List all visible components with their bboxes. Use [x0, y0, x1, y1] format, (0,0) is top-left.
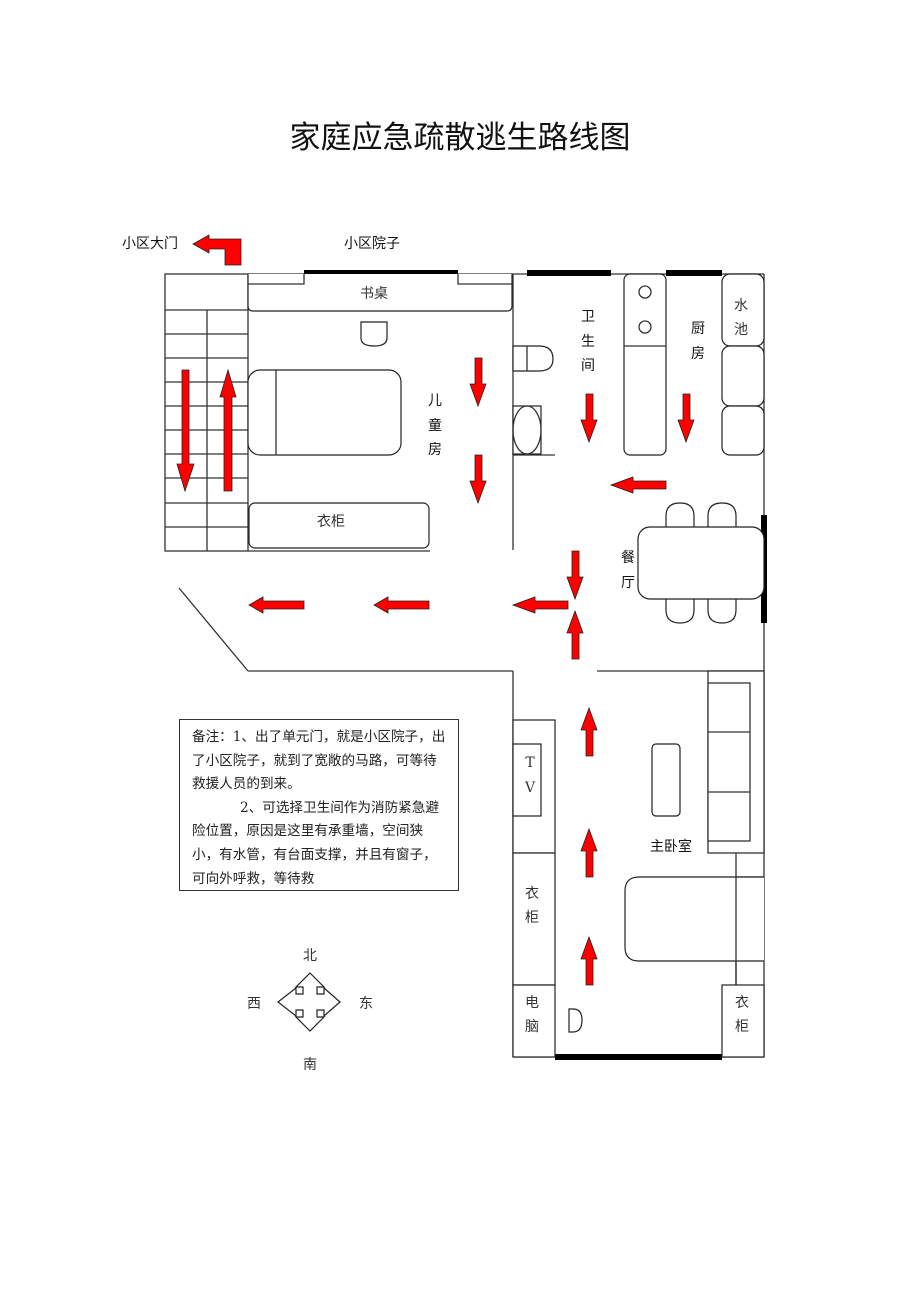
- kitchen: 水 池 厨 房: [623, 273, 765, 456]
- bath-arrow-icon: [580, 393, 598, 444]
- room-label: 厅: [621, 575, 635, 591]
- note-line-1: 备注：1、出了单元门，就是小区院子，出了小区院子，就到了宽敞的马路，可等待救援人…: [192, 729, 446, 793]
- chair: [707, 502, 737, 527]
- dining-room: 餐 厅: [621, 502, 765, 624]
- gate-arrow-icon: [192, 234, 242, 266]
- toilet: [512, 345, 554, 372]
- stove-burner: [638, 285, 652, 299]
- room-label: 童: [428, 417, 442, 434]
- junction-down-arrow-icon: [566, 550, 584, 601]
- computer-label: 脑: [525, 1019, 539, 1035]
- dining-table: [637, 526, 765, 600]
- compass-north: 北: [303, 948, 317, 964]
- room-label: 生: [581, 334, 595, 350]
- stair-up-arrow-icon: [219, 368, 237, 492]
- kitchen-arrow-icon: [677, 393, 695, 444]
- stove-burner: [638, 320, 652, 334]
- room-label: 房: [428, 442, 442, 458]
- room-label: 厨: [691, 321, 705, 337]
- children-room: 书桌 衣柜 儿 童 房: [247, 274, 513, 549]
- chair: [568, 1008, 583, 1033]
- chair: [665, 599, 695, 624]
- computer-label: 电: [525, 995, 539, 1011]
- note-line-2: 2、可选择卫生间作为消防紧急避险位置，原因是这里有承重墙，空间狭小，有水管，有台…: [192, 799, 439, 887]
- dining-arrow-icon: [609, 476, 667, 494]
- wardrobe-label: 柜: [525, 910, 539, 926]
- wardrobe-label: 衣柜: [317, 514, 345, 530]
- room-label: 主卧室: [650, 838, 692, 855]
- room-label: 房: [691, 346, 705, 362]
- hall-arrow-2-icon: [373, 596, 430, 614]
- wardrobe-label: 衣: [525, 886, 539, 902]
- bed: [247, 369, 402, 456]
- tv: [512, 743, 542, 817]
- hall-arrow-1-icon: [511, 596, 569, 614]
- tv-label: V: [524, 780, 536, 796]
- tv-label: T: [525, 755, 535, 771]
- wardrobe-left: [512, 852, 556, 986]
- stairs: [164, 273, 249, 552]
- chair: [360, 321, 388, 347]
- bathroom: 卫 生 间: [512, 309, 595, 455]
- compass-south: 南: [303, 1057, 317, 1073]
- sink-label: 池: [734, 322, 748, 338]
- chair: [665, 502, 695, 527]
- stair-down-arrow-icon: [176, 369, 195, 493]
- room-label: 餐: [621, 550, 635, 566]
- page-title: 家庭应急疏散逃生路线图: [289, 120, 631, 156]
- master-arrow-3-icon: [580, 935, 598, 986]
- counter: [623, 273, 667, 456]
- wardrobe-label: 衣: [735, 995, 749, 1011]
- computer-desk: [512, 984, 556, 1058]
- wardrobe-label: 柜: [735, 1019, 749, 1035]
- bed: [624, 876, 764, 962]
- master-arrow-2-icon: [580, 827, 598, 878]
- hall-arrow-3-icon: [248, 596, 305, 614]
- sink-label: 水: [734, 298, 748, 314]
- master-arrow-1-icon: [580, 706, 598, 757]
- gate-label: 小区大门: [122, 236, 178, 252]
- wardrobe-right: [721, 984, 765, 1058]
- coffee-table: [651, 743, 681, 817]
- chair: [707, 599, 737, 624]
- compass: 北 南 西 东: [247, 948, 373, 1073]
- yard-label: 小区院子: [344, 236, 400, 252]
- room-label: 儿: [428, 393, 442, 409]
- wardrobe: [248, 502, 430, 549]
- compass-cross-icon: [277, 972, 341, 1032]
- room-label: 间: [581, 358, 595, 374]
- junction-up-arrow-icon: [566, 609, 584, 660]
- child-arrow-1-icon: [469, 357, 487, 408]
- sofa: [707, 682, 751, 842]
- note-box: 备注：1、出了单元门，就是小区院子，出了小区院子，就到了宽敞的马路，可等待救援人…: [179, 719, 459, 891]
- child-arrow-2-icon: [469, 454, 487, 505]
- desk-label: 书桌: [360, 286, 388, 302]
- room-label: 卫: [581, 309, 595, 325]
- master-bedroom: T V 衣 柜 电 脑 衣 柜 主卧室: [512, 670, 765, 1058]
- desk: [247, 274, 513, 312]
- compass-west: 西: [247, 996, 261, 1012]
- compass-east: 东: [359, 996, 373, 1012]
